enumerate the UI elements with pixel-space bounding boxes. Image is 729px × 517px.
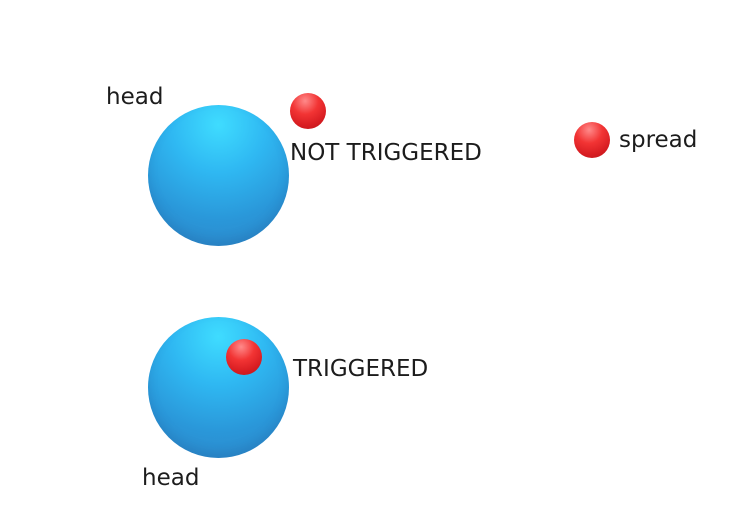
top-particle-sphere: [290, 93, 326, 129]
bottom-head-label: head: [142, 465, 200, 491]
spread-particle-sphere: [574, 122, 610, 158]
bottom-particle-sphere: [226, 339, 262, 375]
top-head-sphere: [148, 105, 289, 246]
triggered-label: TRIGGERED: [293, 356, 429, 382]
top-head-label: head: [106, 84, 164, 110]
not-triggered-label: NOT TRIGGERED: [290, 140, 482, 166]
bottom-head-sphere: [148, 317, 289, 458]
spread-label: spread: [619, 127, 698, 153]
